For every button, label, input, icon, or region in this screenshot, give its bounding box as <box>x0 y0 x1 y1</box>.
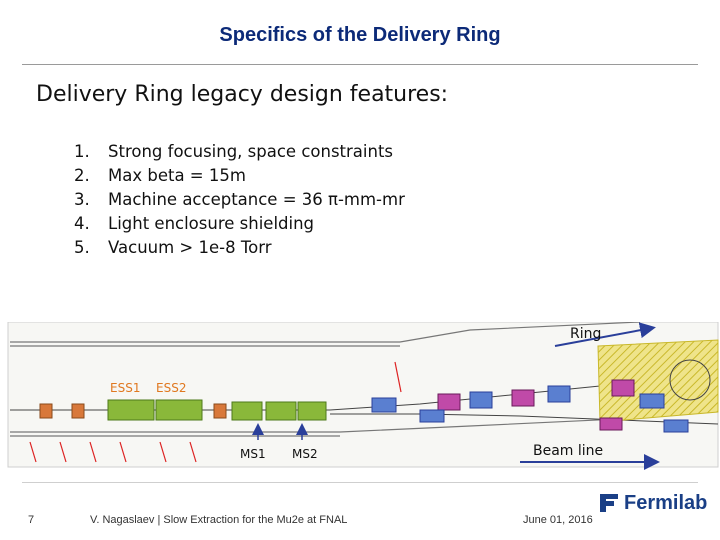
ring-marker-circle <box>669 359 711 401</box>
slide-title: Specifics of the Delivery Ring <box>219 24 501 46</box>
ms1-label: MS1 <box>240 447 266 461</box>
feature-text: Light enclosure shielding <box>108 214 315 233</box>
footer-date: June 01, 2016 <box>523 514 593 526</box>
ms2-label: MS2 <box>292 447 318 461</box>
section-heading: Delivery Ring legacy design features: <box>36 82 449 107</box>
feature-item: 3. Machine acceptance = 36 π-mm-mr <box>74 188 405 212</box>
feature-text: Max beta = 15m <box>108 166 246 185</box>
feature-item: 1. Strong focusing, space constraints <box>74 140 405 164</box>
feature-number: 1. <box>74 142 90 161</box>
quadrupoles <box>39 403 227 419</box>
page-number: 7 <box>28 514 35 526</box>
ring-arrow <box>554 322 656 347</box>
fermilab-wordmark: Fermilab <box>624 491 708 514</box>
feature-text: Vacuum > 1e-8 Torr <box>108 238 272 257</box>
beamline-label: Beam line <box>533 443 603 459</box>
feature-text: Strong focusing, space constraints <box>108 142 394 161</box>
feature-item: 2. Max beta = 15m <box>74 164 405 188</box>
footer-divider <box>22 482 698 483</box>
feature-text: Machine acceptance = 36 π-mm-mr <box>108 190 405 209</box>
title-divider <box>22 64 698 65</box>
survey-markers <box>29 361 402 463</box>
feature-number: 3. <box>74 190 90 209</box>
ring-label: Ring <box>570 326 601 342</box>
feature-item: 4. Light enclosure shielding <box>74 212 405 236</box>
fermilab-mark-icon <box>600 494 618 512</box>
delivery-ring-layout-diagram: Ring Beam line ESS1 ESS2 MS1 MS2 <box>7 322 719 470</box>
ess2-label: ESS2 <box>156 381 186 395</box>
fermilab-logo: Fermilab <box>598 490 707 516</box>
feature-number: 4. <box>74 214 90 233</box>
feature-list: 1. Strong focusing, space constraints 2. M… <box>74 140 405 260</box>
footer-author-title: V. Nagaslaev | Slow Extraction for the M… <box>90 514 348 526</box>
ring-magnets <box>371 379 665 413</box>
feature-number: 5. <box>74 238 90 257</box>
septa <box>107 399 327 421</box>
feature-item: 5. Vacuum > 1e-8 Torr <box>74 236 405 260</box>
beamline-elements <box>419 409 689 433</box>
feature-number: 2. <box>74 166 90 185</box>
ess1-label: ESS1 <box>110 381 140 395</box>
